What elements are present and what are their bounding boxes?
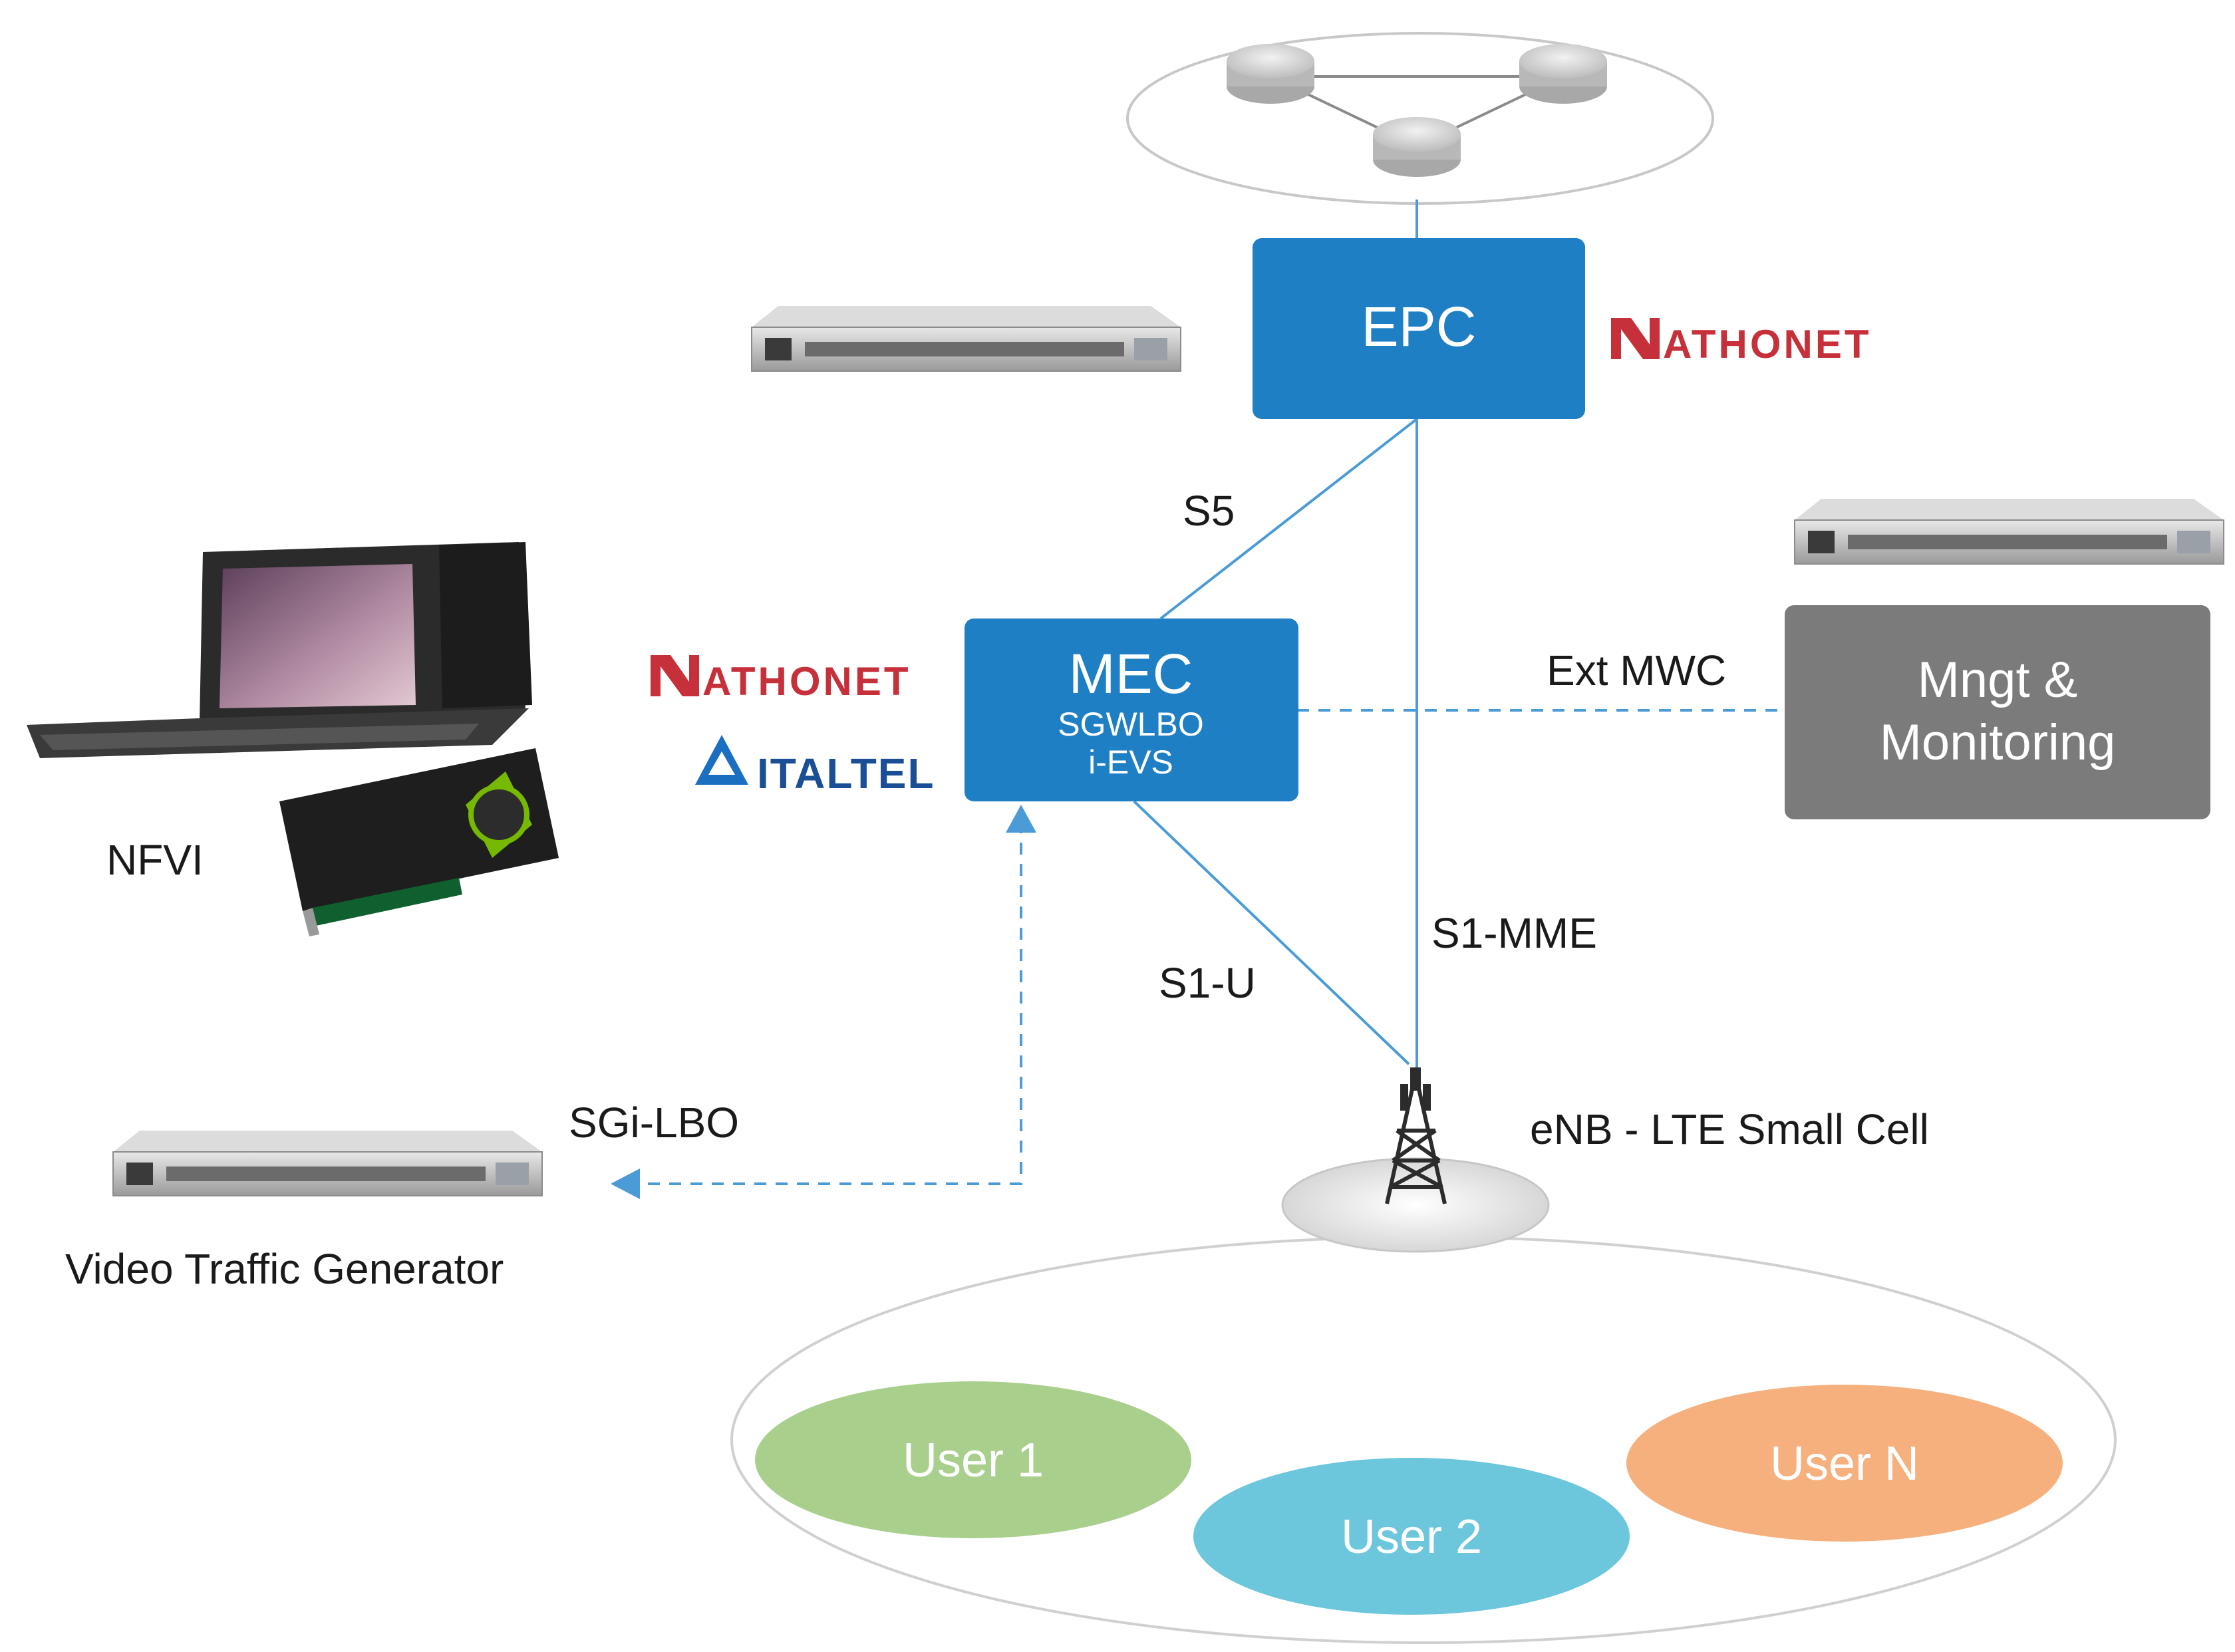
s5-link <box>1159 418 1418 620</box>
arrow-left-icon <box>611 1169 640 1199</box>
sgi-lbo-link <box>619 821 1022 1185</box>
user-2-label: User 2 <box>1341 1510 1482 1564</box>
mec-subtitle-1: SGWLBO <box>1058 706 1203 743</box>
mngt-label-1: Mngt & <box>1918 652 2078 708</box>
mec-node[interactable]: MEC SGWLBO i-EVS <box>965 619 1298 801</box>
athonet-logo: ATHONET <box>651 655 911 704</box>
mngt-label-2: Monitoring <box>1880 714 2116 771</box>
user-1-node[interactable]: User 1 <box>755 1381 1191 1538</box>
mec-subtitle-2: i-EVS <box>1088 744 1173 781</box>
connections <box>619 200 1783 1185</box>
server-icon <box>1794 499 2224 565</box>
user-1-label: User 1 <box>903 1434 1044 1487</box>
gpu-card-icon <box>279 748 559 936</box>
user-n-label: User N <box>1770 1437 1919 1490</box>
s1-u-link <box>1133 800 1410 1065</box>
nfvi-workstation-icon <box>27 542 532 758</box>
epc-node[interactable]: EPC <box>1253 238 1585 419</box>
router-icon <box>1373 117 1461 177</box>
svg-text:ATHONET: ATHONET <box>1663 322 1872 366</box>
s1-mme-label: S1-MME <box>1431 909 1597 957</box>
athonet-logo: ATHONET <box>1611 318 1872 366</box>
arrow-up-icon <box>1006 805 1036 833</box>
svg-text:ATHONET: ATHONET <box>702 659 911 704</box>
mec-title: MEC <box>1069 642 1193 705</box>
epc-title: EPC <box>1362 295 1477 358</box>
ext-mwc-label: Ext MWC <box>1547 646 1726 694</box>
svg-text:ITALTEL: ITALTEL <box>757 750 935 797</box>
s5-label: S5 <box>1183 487 1235 535</box>
cell-tower-icon <box>1281 1067 1550 1253</box>
mngt-monitoring-node[interactable]: Mngt & Monitoring <box>1785 605 2210 819</box>
router-icon <box>1227 44 1314 104</box>
enb-label: eNB - LTE Small Cell <box>1530 1105 1929 1153</box>
server-icon <box>112 1131 543 1196</box>
server-icon <box>751 306 1181 372</box>
video-generator-label: Video Traffic Generator <box>65 1245 504 1293</box>
s1-u-label: S1-U <box>1159 959 1256 1007</box>
italtel-logo: ITALTEL <box>695 735 935 797</box>
italtel-mark-icon <box>695 735 748 785</box>
core-network-cloud <box>1126 32 1714 205</box>
user-n-node[interactable]: User N <box>1626 1385 2063 1542</box>
sgi-lbo-label: SGi-LBO <box>569 1099 739 1147</box>
nfvi-label: NFVI <box>106 836 204 884</box>
user-2-node[interactable]: User 2 <box>1193 1458 1630 1615</box>
router-icon <box>1519 44 1607 104</box>
